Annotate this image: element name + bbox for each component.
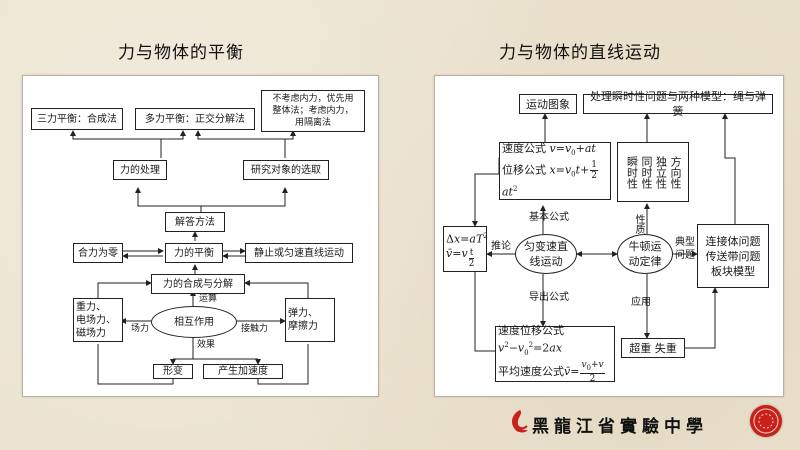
- velocity-formula-text: 速度公式: [502, 142, 546, 156]
- left-diagram-panel: 三力平衡：合成法 多力平衡：正交分解法 不考虑内力，优先用 整体法；考虑内力， …: [22, 75, 379, 397]
- right-diagram-panel: 运动图象 处理瞬时性问题与两种模型：绳与弹簧 速度公式 v=v0+at 位移公式…: [434, 75, 784, 397]
- object-selection-box: 研究对象的选取: [243, 160, 329, 180]
- uniform-acc-ellipse: 匀变速直 线运动: [515, 234, 577, 274]
- properties-box: 瞬时性 同时性 独立性 方向性: [617, 142, 689, 202]
- left-panel-title: 力与物体的平衡: [118, 43, 244, 63]
- force-balance-box: 力的平衡: [165, 243, 223, 263]
- field-forces-box: 重力、 电场力、 磁场力: [73, 298, 123, 342]
- inference-line-1: Δx=aT2: [446, 232, 488, 246]
- three-force-box: 三力平衡：合成法: [31, 108, 123, 130]
- rest-or-uniform-box: 静止或匀速直线运动: [245, 243, 353, 263]
- models-box: 连接体问题 传送带问题 板块模型: [697, 224, 769, 288]
- elastic-friction-box: 弹力、 摩擦力: [285, 298, 335, 342]
- interaction-ellipse: 相互作用: [151, 306, 237, 338]
- school-logo-icon: [508, 408, 532, 436]
- force-processing-box: 力的处理: [113, 160, 167, 180]
- deformation-box: 形变: [153, 364, 193, 379]
- avg-vel-text: 平均速度公式: [498, 364, 564, 378]
- property-instant: 瞬时性: [625, 155, 639, 189]
- compose-decompose-box: 力的合成与分解: [151, 274, 245, 294]
- property-simultaneous: 同时性: [640, 155, 653, 189]
- overweight-box: 超重 失重: [621, 338, 685, 358]
- effect-label: 效果: [197, 340, 216, 350]
- vel-disp-line: 速度位移公式v2−v02=2ax: [498, 324, 564, 358]
- instant-problems-box: 处理瞬时性问题与两种模型：绳与弹簧: [583, 90, 773, 118]
- property-directional: 方向性: [669, 155, 682, 189]
- vel-disp-text: 速度位移公式: [498, 324, 564, 338]
- internal-force-box: 不考虑内力，优先用 整体法；考虑内力， 用隔离法: [261, 90, 365, 132]
- operation-label: 运算: [199, 294, 218, 304]
- application-label: 应用: [631, 297, 651, 308]
- field-force-label: 场力: [131, 324, 150, 334]
- property-independent: 独立性: [654, 155, 668, 189]
- velocity-formula-line: 速度公式 v=v0+at: [502, 142, 596, 158]
- solution-method-box: 解答方法: [165, 212, 225, 232]
- newton-law-ellipse: 牛顿运 动定律: [617, 234, 673, 274]
- right-panel-title: 力与物体的直线运动: [499, 43, 661, 63]
- motion-graph-box: 运动图象: [519, 94, 577, 114]
- displacement-formula-text: 位移公式: [502, 163, 546, 177]
- acceleration-box: 产生加速度: [203, 364, 283, 379]
- multi-force-box: 多力平衡：正交分解法: [135, 108, 255, 130]
- school-name: 黑龍江省實驗中學: [532, 417, 708, 437]
- seal-emblem-icon: [750, 405, 782, 437]
- contact-force-label: 接触力: [241, 324, 269, 334]
- typical-problem-label: 典型 问题: [675, 237, 695, 261]
- net-force-zero-box: 合力为零: [73, 243, 123, 263]
- nature-label: 性质: [633, 214, 644, 234]
- derived-formula-label: 导出公式: [529, 292, 569, 303]
- basic-formula-label: 基本公式: [529, 212, 569, 223]
- inference-label: 推论: [491, 241, 511, 252]
